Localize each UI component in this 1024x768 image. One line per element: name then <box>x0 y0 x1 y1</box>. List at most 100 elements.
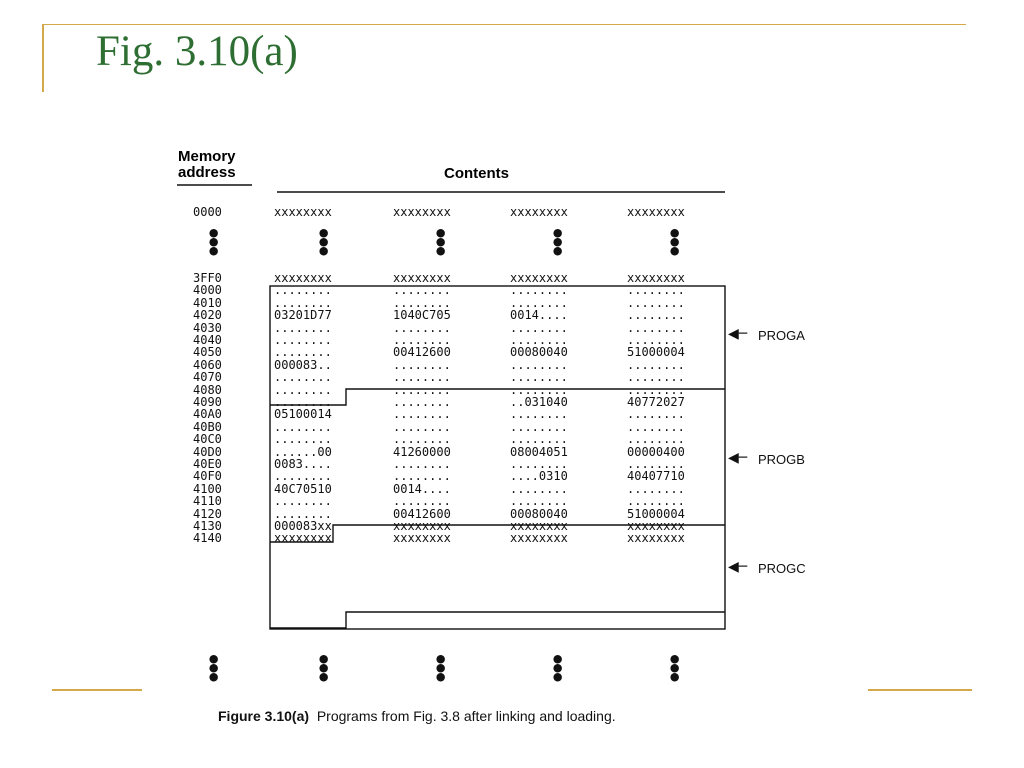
content-cell: xxxxxxxx <box>627 531 685 546</box>
content-cell: xxxxxxxx <box>274 271 332 285</box>
content-cell: ........ <box>393 333 451 347</box>
ellipsis-col1-top: ••• <box>316 220 332 266</box>
ellipsis-col3-top: ••• <box>550 220 566 266</box>
content-cell: ....0310 <box>510 469 568 484</box>
progc-arrow-icon: ◀─ <box>728 559 748 575</box>
content-cell: 0014.... <box>393 481 451 496</box>
ellipsis-col1-bottom: ••• <box>316 646 332 692</box>
content-cell: ........ <box>393 357 451 372</box>
content-cell: 00000400 <box>627 444 685 459</box>
content-cell: 40772027 <box>627 395 685 409</box>
caption-bold: Figure 3.10(a) <box>218 708 310 724</box>
content-cell: ........ <box>627 494 685 509</box>
address-cell: 4040 <box>193 333 222 347</box>
left-rule <box>42 24 44 92</box>
content-cell: xxxxxxxx <box>510 205 568 219</box>
content-cell: ........ <box>510 457 568 471</box>
label-progb: PROGB <box>758 452 805 467</box>
address-cell: 4010 <box>193 295 222 310</box>
address-cell: 40A0 <box>193 407 222 422</box>
content-cell: xxxxxxxx <box>627 205 685 219</box>
content-cell: ........ <box>627 295 685 310</box>
content-cell: ........ <box>274 370 332 385</box>
label-progc: PROGC <box>758 561 806 576</box>
header-address: address <box>178 164 236 181</box>
content-cell: 51000004 <box>627 345 685 360</box>
content-cell: ........ <box>627 283 685 298</box>
label-proga: PROGA <box>758 328 805 343</box>
top-rule <box>42 24 966 25</box>
content-cell: ........ <box>627 407 685 422</box>
content-cell: ........ <box>274 432 332 447</box>
content-cell: ........ <box>393 295 451 310</box>
content-cell: ........ <box>627 320 685 335</box>
progc-end-boundary <box>270 611 725 629</box>
address-cell: 4080 <box>193 382 222 397</box>
content-cell: 0083.... <box>274 457 332 471</box>
content-cell: ........ <box>627 333 685 347</box>
content-cell: ..031040 <box>510 395 568 409</box>
content-cell: ........ <box>510 419 568 434</box>
content-cell: ........ <box>627 308 685 323</box>
header-contents: Contents <box>444 165 509 182</box>
content-cell: 40C70510 <box>274 481 332 496</box>
content-cell: ........ <box>393 320 451 335</box>
content-cell: ........ <box>393 494 451 509</box>
content-cell: xxxxxxxx <box>510 531 568 546</box>
content-cell: xxxxxxxx <box>510 519 568 533</box>
address-cell: 4090 <box>193 395 222 409</box>
address-cell: 4130 <box>193 519 222 533</box>
content-cell: ........ <box>274 382 332 397</box>
content-cell: ........ <box>510 370 568 385</box>
content-cell: 00080040 <box>510 345 568 360</box>
slide-title: Fig. 3.10(a) <box>96 28 298 75</box>
content-cell: ........ <box>274 295 332 310</box>
content-cell: xxxxxxxx <box>627 271 685 285</box>
content-cell: ........ <box>274 419 332 434</box>
ellipsis-address-bottom: ••• <box>206 646 222 692</box>
content-cell: ........ <box>393 419 451 434</box>
address-cell: 4020 <box>193 308 222 323</box>
address-cell: 4030 <box>193 320 222 335</box>
content-cell: 03201D77 <box>274 308 332 323</box>
content-cell: ........ <box>510 481 568 496</box>
content-cell: ........ <box>510 295 568 310</box>
bottom-right-rule <box>868 689 972 691</box>
content-cell: ........ <box>274 494 332 509</box>
address-cell: 4140 <box>193 531 222 546</box>
memory-box <box>269 285 726 630</box>
address-cell: 4060 <box>193 357 222 372</box>
content-cell: xxxxxxxx <box>393 205 451 219</box>
content-cell: xxxxxxxx <box>393 519 451 533</box>
content-cell: 05100014 <box>274 407 332 422</box>
content-cell: ........ <box>510 432 568 447</box>
content-cell: ........ <box>510 494 568 509</box>
content-cell: ........ <box>393 370 451 385</box>
content-cell: 1040C705 <box>393 308 451 323</box>
caption-text: Programs from Fig. 3.8 after linking and… <box>316 708 616 724</box>
content-cell: ........ <box>510 320 568 335</box>
content-cell: xxxxxxxx <box>393 531 451 546</box>
content-cell: ........ <box>274 469 332 484</box>
content-cell: ........ <box>393 382 451 397</box>
content-cell: xxxxxxxx <box>274 531 332 546</box>
content-cell: ........ <box>510 283 568 298</box>
content-cell: ........ <box>393 457 451 471</box>
content-cell: ........ <box>274 506 332 521</box>
content-cell: ........ <box>627 457 685 471</box>
content-cell: ........ <box>627 382 685 397</box>
content-cell: 51000004 <box>627 506 685 521</box>
content-cell: ........ <box>393 432 451 447</box>
content-cell: 08004051 <box>510 444 568 459</box>
content-cell: ........ <box>510 333 568 347</box>
address-cell: 0000 <box>193 205 222 219</box>
address-cell: 4100 <box>193 481 222 496</box>
address-cell: 4000 <box>193 283 222 298</box>
address-cell: 4050 <box>193 345 222 360</box>
content-cell: xxxxxxxx <box>393 271 451 285</box>
ellipsis-col4-bottom: ••• <box>667 646 683 692</box>
content-cell: 000083.. <box>274 357 332 372</box>
content-cell: xxxxxxxx <box>510 271 568 285</box>
progb-boundary <box>270 524 725 543</box>
